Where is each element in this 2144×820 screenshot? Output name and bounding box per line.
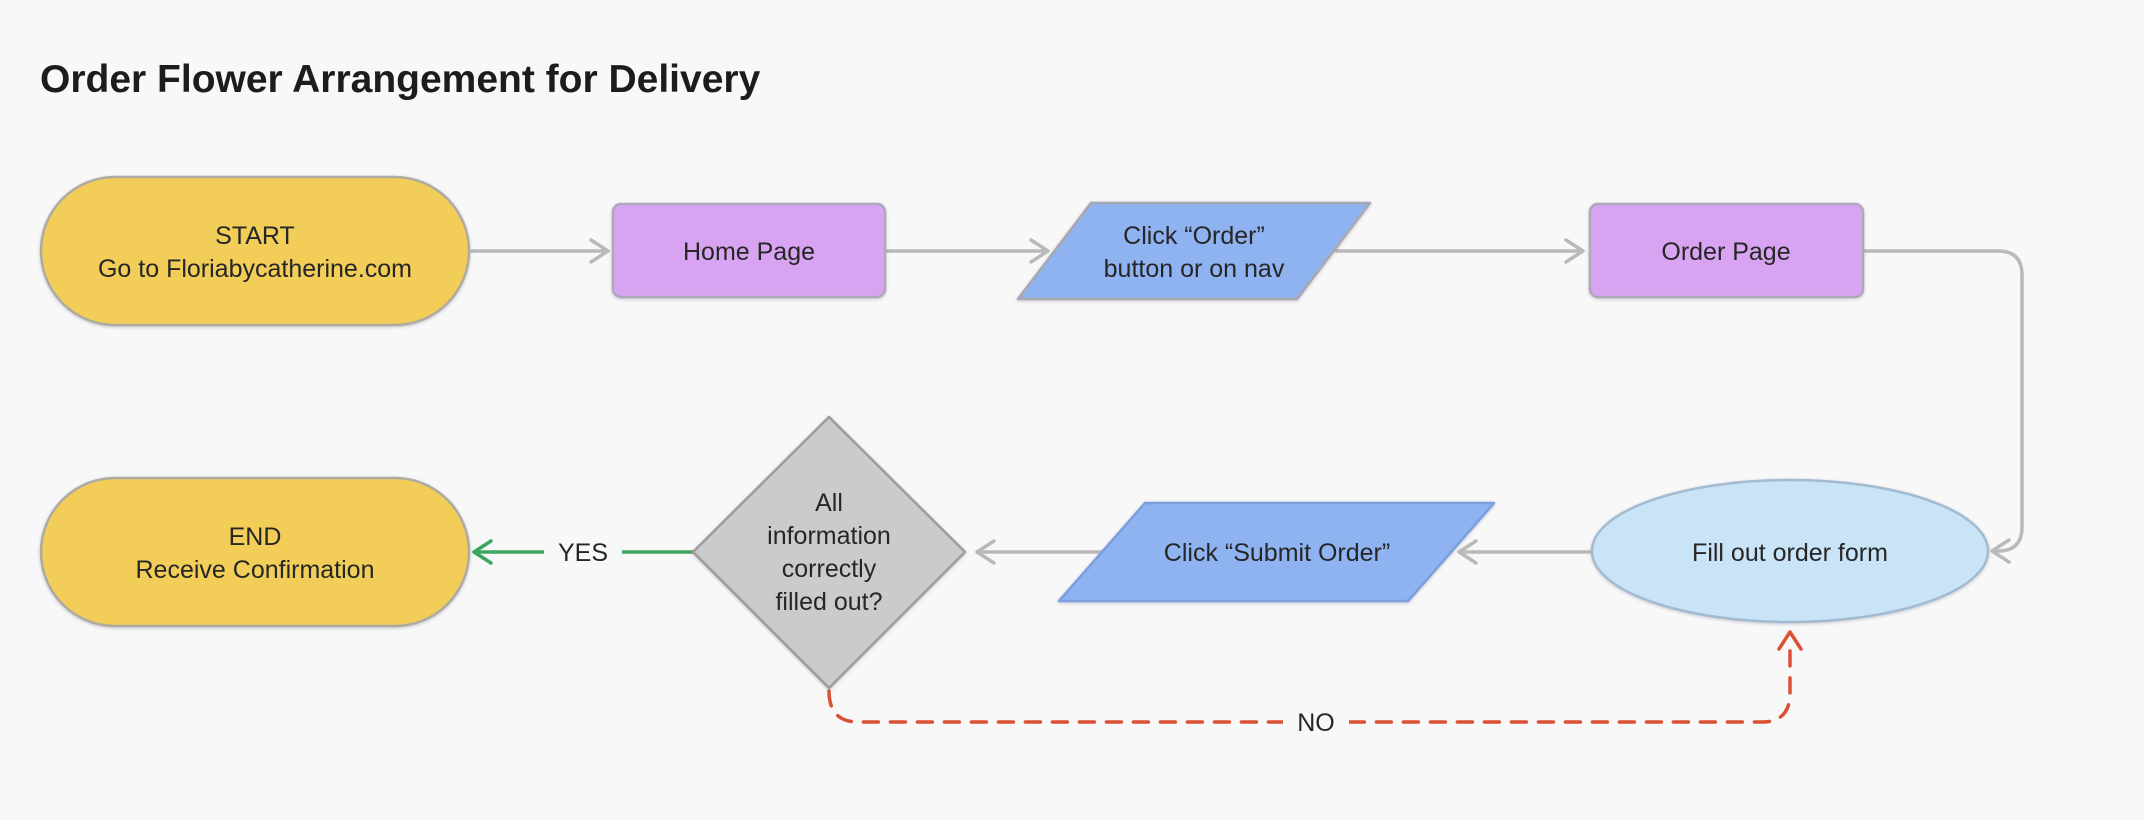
node-home-page — [611, 202, 887, 299]
decision-label-line1: All — [815, 489, 843, 517]
arrowhead-click-submit-to-decision-icon — [975, 539, 996, 565]
node-click-order — [1016, 201, 1372, 301]
order-page-label: Order Page — [1661, 238, 1790, 266]
no-edge-label: NO — [1297, 709, 1335, 737]
end-label-line1: END — [229, 523, 282, 551]
arrowhead-click-order-to-order-page-icon — [1564, 238, 1585, 264]
node-order-page — [1588, 202, 1865, 299]
decision-label-line2: information — [767, 522, 891, 550]
no-label-background — [1283, 703, 1349, 741]
click-submit-label: Click “Submit Order” — [1164, 539, 1390, 567]
no-connector — [827, 630, 1803, 724]
node-click-submit — [1057, 501, 1496, 603]
page-title: Order Flower Arrangement for Delivery — [40, 58, 761, 101]
decision-label-line4: filled out? — [775, 588, 882, 616]
start-label-line1: START — [215, 222, 295, 250]
node-start — [39, 175, 471, 327]
edge-order-page-to-fill-form — [1861, 249, 2024, 553]
node-labels: START Go to Floriabycatherine.com Home P… — [98, 222, 1888, 616]
home-page-label: Home Page — [683, 238, 815, 266]
yes-label-background — [544, 533, 622, 571]
arrowhead-fill-form-to-click-submit-icon — [1457, 539, 1478, 565]
click-order-label-line2: button or on nav — [1104, 255, 1285, 283]
arrowhead-home-to-click-order-icon — [1029, 238, 1050, 264]
node-end — [39, 476, 471, 628]
arrowhead-order-page-to-fill-form-icon — [1990, 538, 2011, 564]
decision-label-line3: correctly — [782, 555, 877, 583]
start-label-line2: Go to Floriabycatherine.com — [98, 255, 412, 283]
arrowhead-decision-to-fill-form-icon — [1777, 630, 1803, 651]
yes-edge-label: YES — [558, 539, 608, 567]
arrowhead-start-to-home-icon — [589, 238, 610, 264]
end-label-line2: Receive Confirmation — [136, 556, 375, 584]
node-decision — [691, 415, 967, 690]
gray-connectors — [470, 238, 2024, 565]
arrowhead-decision-to-end-icon — [472, 539, 493, 565]
node-fill-form — [1590, 478, 1990, 624]
click-order-label-line1: Click “Order” — [1123, 222, 1265, 250]
edge-decision-to-fill-form-no — [827, 638, 1792, 724]
fill-form-label: Fill out order form — [1692, 539, 1888, 567]
